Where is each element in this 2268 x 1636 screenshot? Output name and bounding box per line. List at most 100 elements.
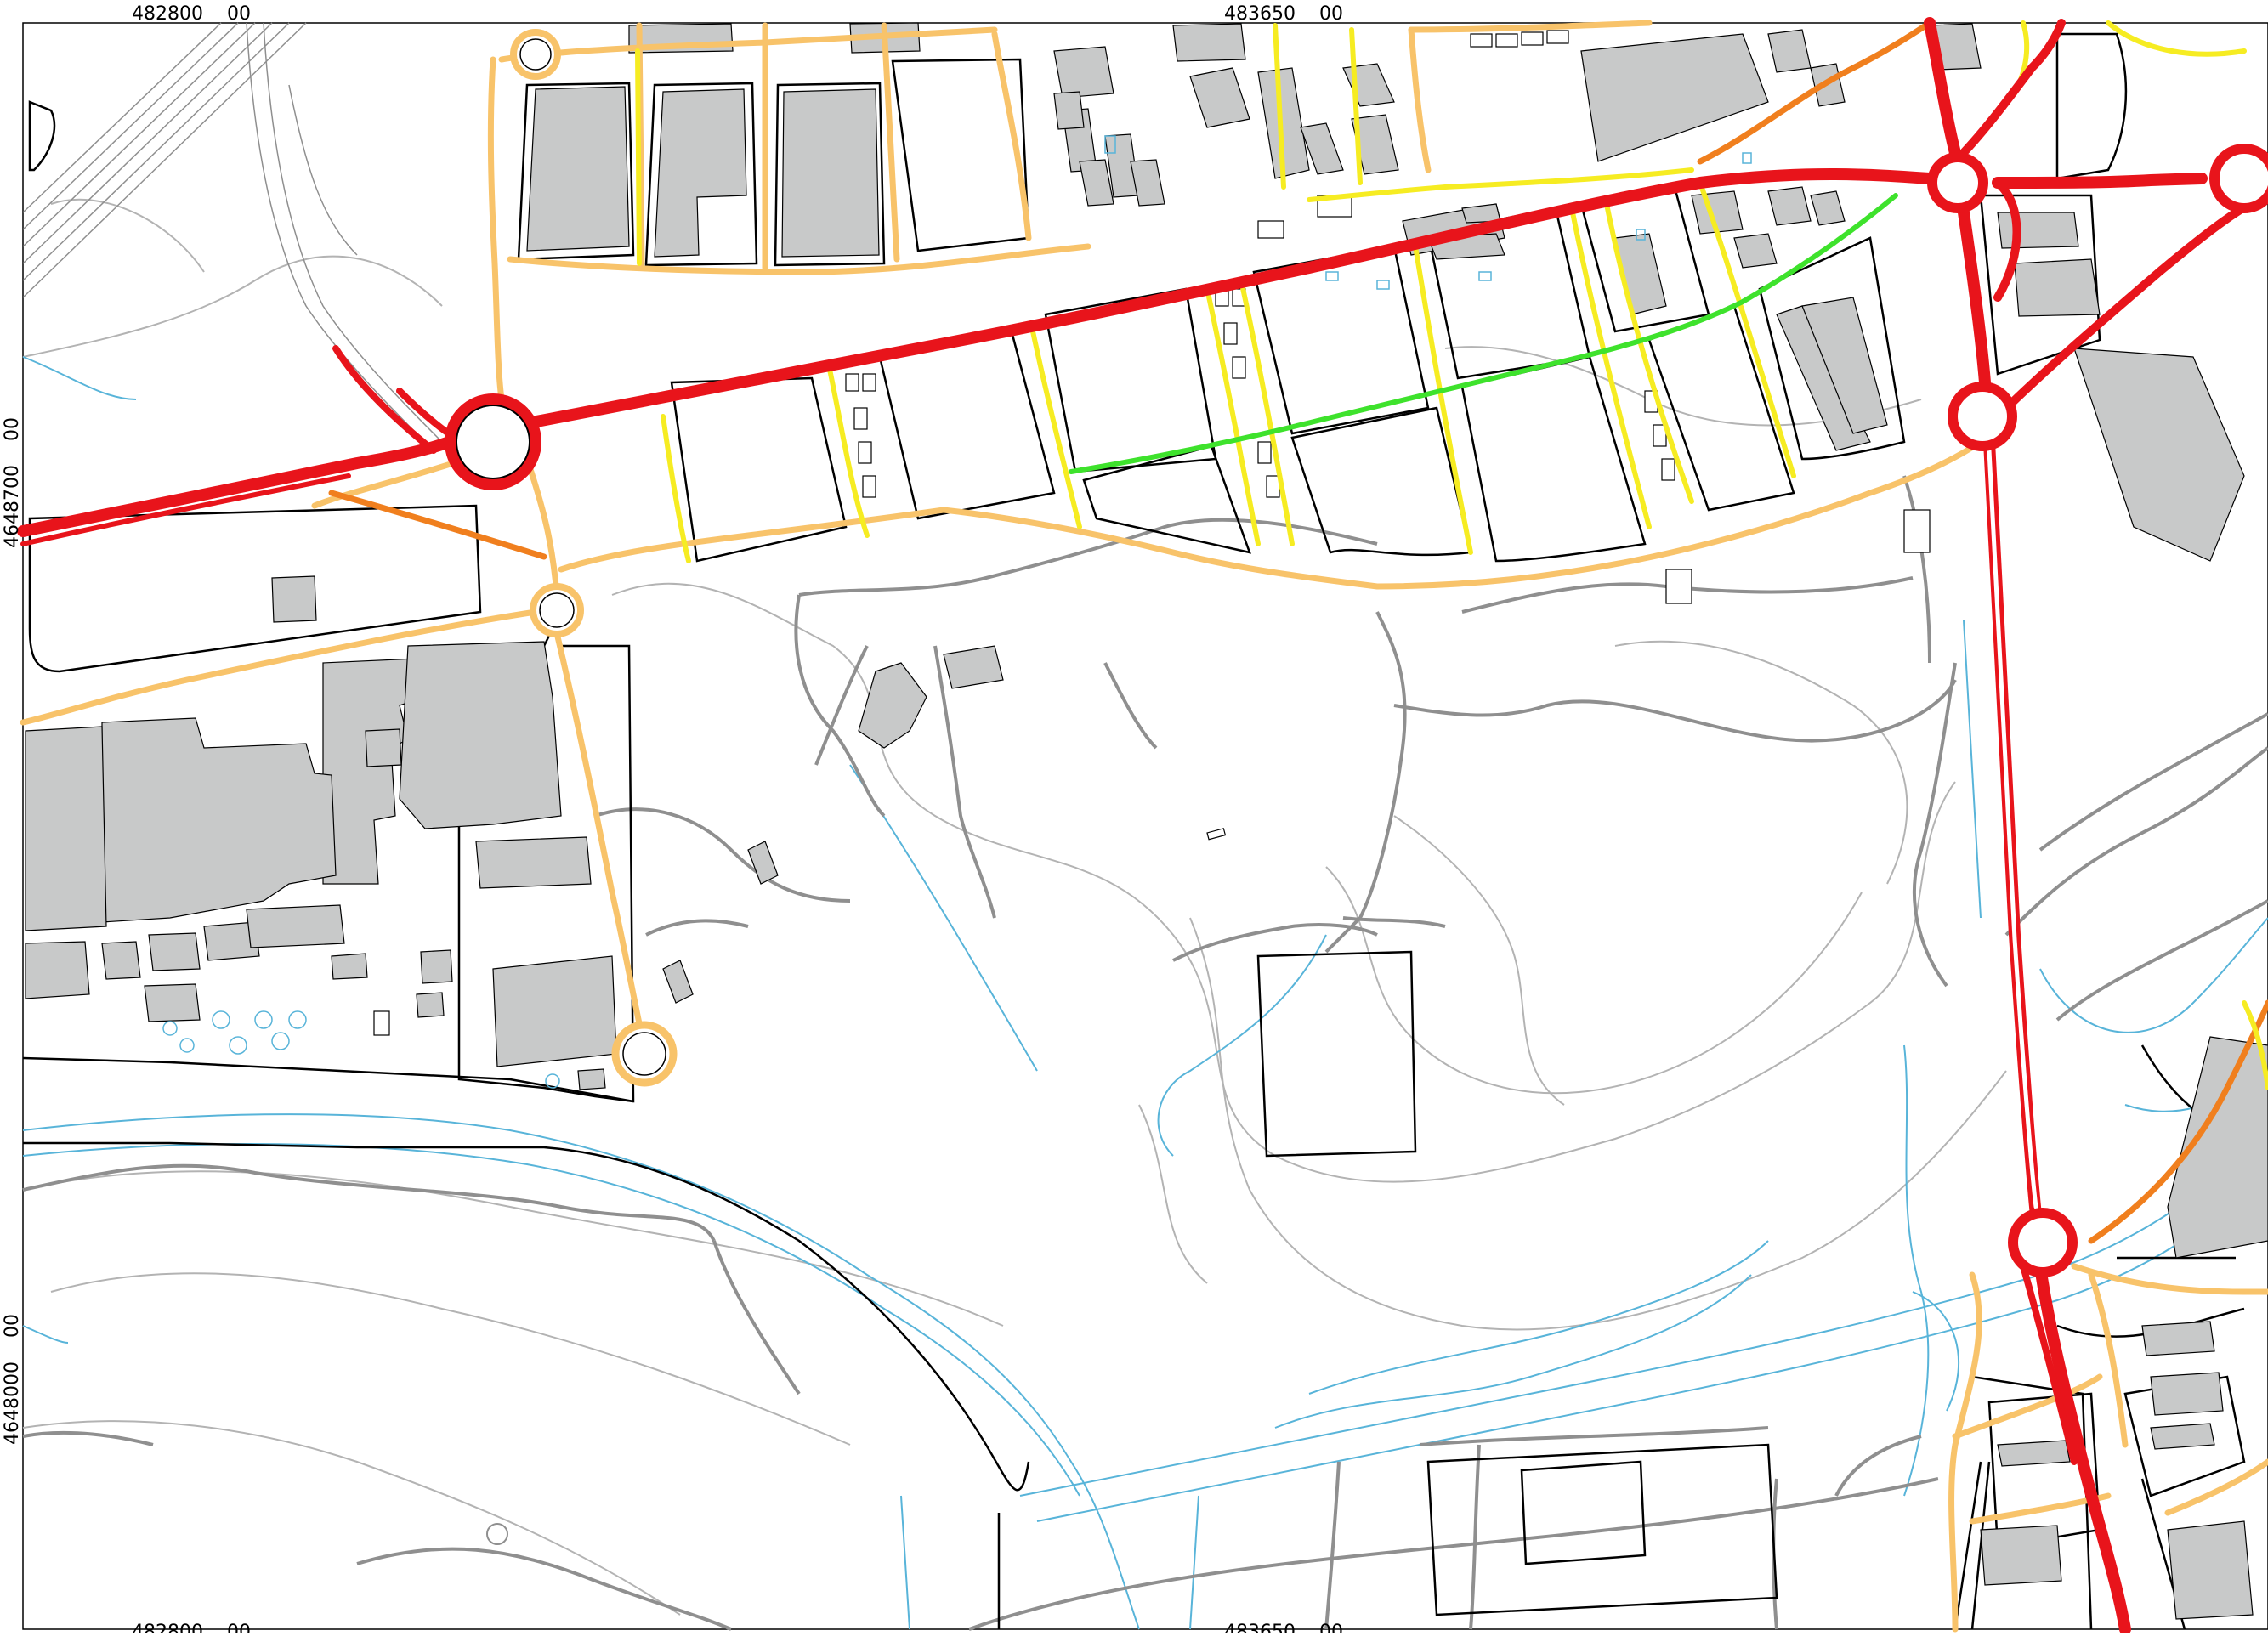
primary-road [2034, 1260, 2131, 1635]
block-outline [1520, 1460, 1647, 1565]
block-outline [28, 504, 482, 673]
structure [1661, 458, 1675, 481]
structure [1665, 569, 1692, 604]
contour-line [50, 1272, 851, 1446]
roundabout [2209, 144, 2268, 213]
building [1257, 67, 1310, 179]
contour-line [22, 255, 443, 358]
building [654, 88, 747, 258]
contour-line [1325, 866, 1863, 1095]
tank [254, 1010, 273, 1029]
track [1342, 916, 1446, 928]
block-outline [1758, 236, 1906, 461]
building [271, 575, 317, 623]
building [246, 904, 345, 948]
building [2150, 1372, 2224, 1416]
roundabout [539, 592, 575, 628]
residential-road [1273, 23, 1286, 190]
track [2038, 712, 2268, 852]
river-channel [1019, 1129, 2268, 1497]
building [1053, 91, 1085, 130]
river-channel [1274, 1274, 1752, 1429]
tertiary-road [507, 243, 1091, 275]
building [101, 717, 337, 923]
primary-road [20, 473, 351, 546]
structure [1521, 31, 1544, 46]
roundabout [1948, 382, 2017, 451]
track [798, 518, 1378, 597]
structure [373, 1010, 390, 1036]
tank [229, 1036, 247, 1055]
residential-road [635, 48, 642, 266]
roundabout [611, 1021, 678, 1087]
building [416, 992, 445, 1018]
roundabout [2008, 1208, 2078, 1277]
residential-road [1205, 286, 1261, 546]
roundabout [445, 393, 541, 490]
canal [900, 1495, 910, 1630]
roundabout [456, 405, 530, 479]
structure [1470, 33, 1493, 48]
block-outline [644, 82, 758, 267]
track [645, 919, 749, 937]
contour-line [22, 1420, 681, 1616]
building [25, 726, 107, 931]
coord-label-top-x2: 483650 00 [1224, 3, 1343, 25]
tank [1325, 271, 1339, 281]
primary-road [332, 345, 437, 454]
track [594, 807, 851, 903]
structure [862, 475, 876, 498]
rail-track [22, 22, 307, 298]
coord-suffix: 00 [2, 417, 23, 442]
residential-road [2106, 20, 2247, 57]
structure [1653, 424, 1667, 447]
building [2014, 258, 2101, 317]
residential-road [2242, 1000, 2268, 1090]
structure [853, 407, 868, 430]
block-outline [1082, 444, 1251, 554]
stream [1912, 1291, 1959, 1412]
tank [1742, 152, 1752, 164]
coord-suffix: 00 [226, 3, 251, 25]
building [492, 955, 617, 1067]
coord-label-left-y1: 4648700 00 [2, 417, 23, 548]
building [1767, 186, 1812, 226]
structure [1206, 828, 1227, 841]
coord-value: 4648000 [2, 1361, 23, 1445]
building [1172, 23, 1246, 62]
tertiary-road [487, 56, 505, 403]
secondary-road [1697, 20, 1933, 165]
track [1469, 1444, 1481, 1630]
coord-suffix: 00 [226, 1622, 251, 1633]
structure [1903, 509, 1931, 553]
coord-label-top-x1: 482800 00 [132, 3, 251, 25]
primary-road [1987, 448, 2038, 1209]
structure [1546, 30, 1569, 44]
block-outline [1979, 194, 2101, 376]
rail-track [246, 22, 426, 443]
rail-track [22, 22, 256, 247]
track [2004, 746, 2268, 937]
block-outline [774, 82, 886, 267]
building [1733, 233, 1778, 269]
coord-value: 483650 [1224, 1622, 1296, 1633]
building [1189, 67, 1250, 128]
tertiary-road [553, 630, 649, 1057]
block-outline [517, 82, 635, 261]
coord-suffix: 00 [2, 1314, 23, 1339]
building [1801, 297, 1888, 434]
building [858, 662, 927, 749]
tank [1104, 135, 1116, 154]
contour-line [1189, 917, 2007, 1331]
building [1810, 190, 1846, 226]
service-road [1069, 193, 1898, 474]
tertiary-road [20, 609, 539, 726]
track [1834, 1435, 1922, 1497]
building [25, 941, 90, 999]
building [399, 641, 562, 829]
tertiary-road [1952, 1373, 2103, 1440]
tertiary-road [558, 439, 1984, 590]
track [356, 1547, 732, 1631]
